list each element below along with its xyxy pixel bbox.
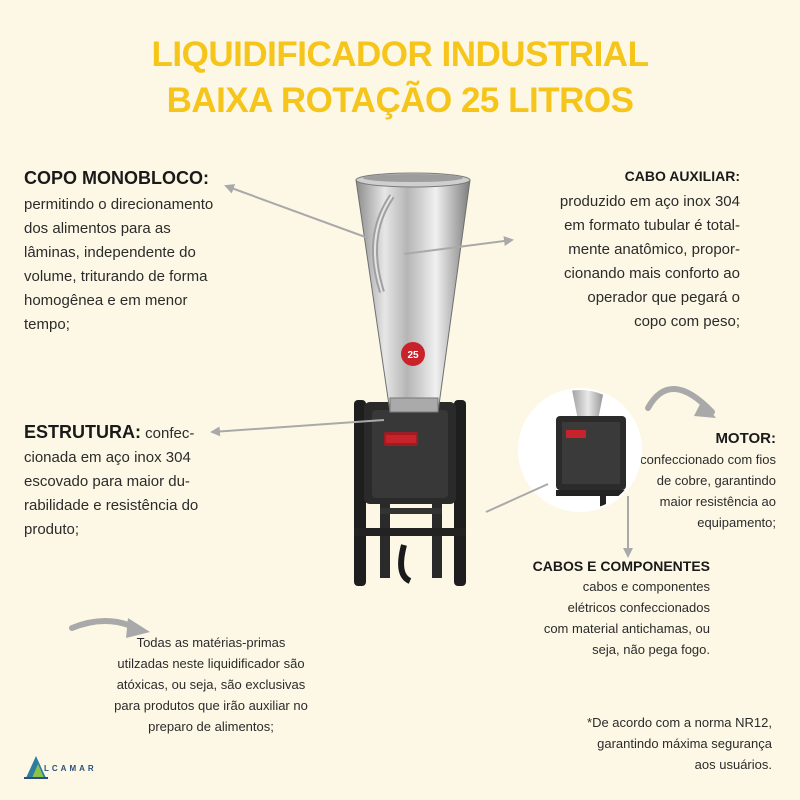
- estrutura-heading: ESTRUTURA:: [24, 422, 141, 442]
- motor-line: de cobre, garantindo: [656, 473, 776, 488]
- copo-line: volume, triturando de forma: [24, 268, 208, 285]
- estrutura-line: escovado para maior du-: [24, 473, 190, 490]
- nr12-line: garantindo máxima segurança: [597, 736, 772, 751]
- blender-cup: [355, 172, 471, 413]
- copo-line: homogênea e em menor: [24, 292, 188, 309]
- cabo-description: produzido em aço inox 304 em formato tub…: [500, 190, 740, 334]
- cabos-line: cabos e componentes: [582, 579, 710, 594]
- estrutura-first-line-rest: confec-: [141, 425, 195, 442]
- cabos-description: cabos e componentes elétricos confeccion…: [520, 576, 710, 660]
- alcamar-logo-icon: [24, 756, 48, 779]
- cabo-line: operador que pegará o: [587, 289, 740, 306]
- motor-heading: MOTOR:: [715, 430, 776, 447]
- title-line-2: BAIXA ROTAÇÃO 25 LITROS: [166, 81, 634, 120]
- materias-line: atóxicas, ou seja, são exclusivas: [116, 677, 306, 692]
- copo-section: COPO MONOBLOCO: permitindo o direcioname…: [24, 168, 254, 337]
- logo-text: LCAMAR: [44, 764, 97, 773]
- cabo-line: produzido em aço inox 304: [559, 193, 740, 210]
- motor-line: confeccionado com fios: [640, 452, 776, 467]
- cabo-line: copo com peso;: [634, 313, 740, 330]
- cabos-line: seja, não pega fogo.: [592, 642, 710, 657]
- estrutura-line: rabilidade e resistência do: [24, 497, 199, 514]
- blender-stand: [354, 400, 466, 586]
- copo-line: tempo;: [24, 316, 70, 333]
- motor-description: confeccionado com fios de cobre, garanti…: [600, 449, 776, 533]
- materias-line: preparo de alimentos;: [148, 719, 274, 734]
- copo-description: permitindo o direcionamento dos alimento…: [24, 193, 254, 337]
- nr12-line: *De acordo com a norma NR12,: [587, 715, 772, 730]
- cabo-line: mente anatômico, propor-: [568, 241, 740, 258]
- motor-housing: [364, 402, 456, 504]
- copo-heading: COPO MONOBLOCO:: [24, 168, 209, 188]
- nr12-line: aos usuários.: [694, 757, 772, 772]
- copo-line: permitindo o direcionamento: [24, 196, 214, 213]
- estrutura-section: ESTRUTURA: confec- cionada em aço inox 3…: [24, 420, 234, 542]
- cabos-line: elétricos confeccionados: [567, 600, 710, 615]
- cabos-heading: CABOS E COMPONENTES: [532, 558, 710, 574]
- copo-line: lâminas, independente do: [24, 244, 196, 261]
- capacity-badge-text: 25: [407, 350, 419, 361]
- capacity-badge: 25: [401, 342, 425, 366]
- title-line-1: LIQUIDIFICADOR INDUSTRIAL: [151, 35, 649, 74]
- estrutura-first-line: ESTRUTURA: confec-: [24, 420, 234, 446]
- estrutura-line: produto;: [24, 521, 80, 538]
- materias-line: Todas as matérias-primas: [136, 635, 286, 650]
- motor-line: equipamento;: [697, 515, 776, 530]
- copo-line: dos alimentos para as: [24, 220, 171, 237]
- cabo-line: cionando mais conforto ao: [564, 265, 740, 282]
- motor-line: maior resistência ao: [659, 494, 776, 509]
- materias-line: utilzadas neste liquidificador são: [117, 656, 305, 671]
- nr12-note: *De acordo com a norma NR12, garantindo …: [560, 712, 772, 775]
- cabos-section: CABOS E COMPONENTES cabos e componentes …: [520, 558, 710, 660]
- cabos-line: com material antichamas, ou: [543, 621, 710, 636]
- estrutura-line: cionada em aço inox 304: [24, 449, 191, 466]
- cabo-line: em formato tubular é total-: [564, 217, 740, 234]
- motor-section: MOTOR: confeccionado com fios de cobre, …: [600, 430, 776, 533]
- materias-section: Todas as matérias-primas utilzadas neste…: [106, 632, 316, 737]
- cabo-heading: CABO AUXILIAR:: [624, 168, 740, 184]
- cabo-section: CABO AUXILIAR: produzido em aço inox 304…: [500, 168, 740, 334]
- materias-line: para produtos que irão auxiliar no: [114, 698, 308, 713]
